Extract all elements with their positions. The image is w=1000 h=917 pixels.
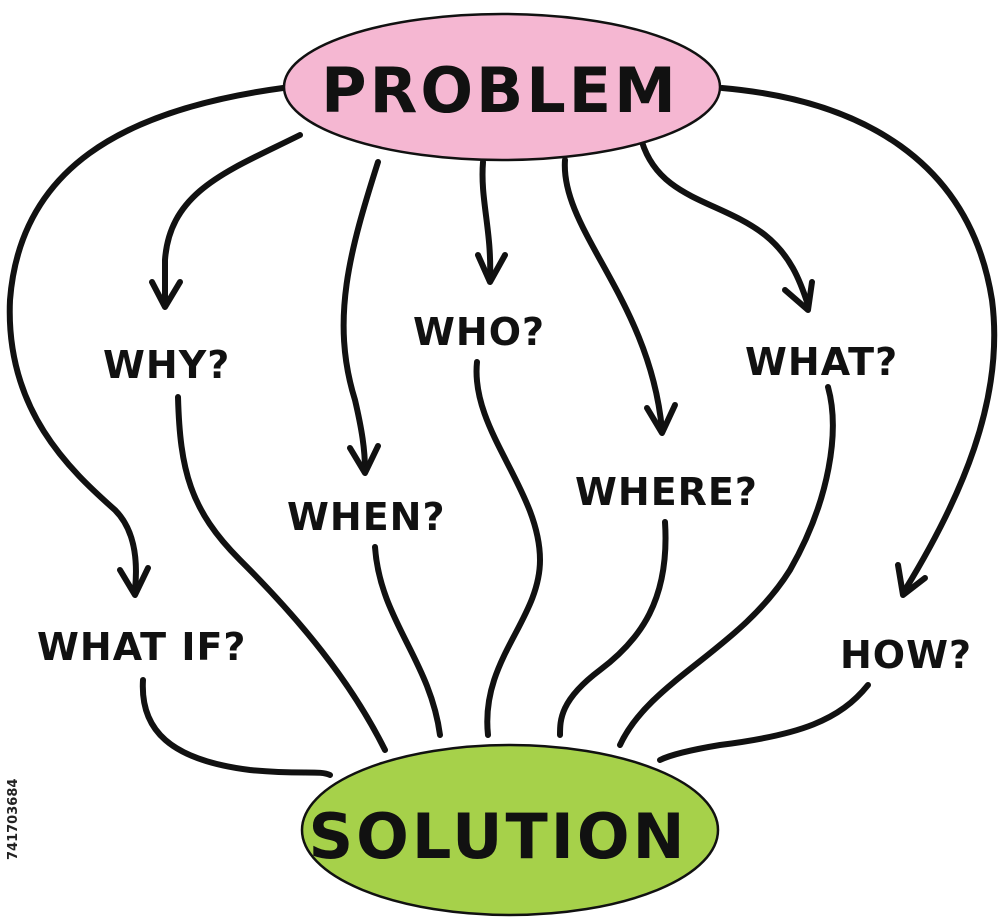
connector-problem-what-if [6, 85, 286, 593]
connector-problem-how [719, 85, 998, 593]
connector-problem-who [479, 159, 494, 283]
connector-why-solution [175, 394, 388, 753]
arrow-when [347, 443, 381, 476]
solution-label: SOLUTION [309, 800, 688, 873]
connector-problem-where [561, 157, 665, 433]
question-how: HOW? [840, 633, 972, 677]
stock-id: 741703684 [6, 778, 21, 860]
question-where: WHERE? [575, 470, 758, 514]
question-when: WHEN? [287, 495, 446, 539]
solution-node [300, 743, 720, 917]
connector-who-solution [473, 359, 543, 738]
connector-problem-when [340, 159, 381, 473]
connector-problem-why [162, 132, 303, 308]
connector-what-solution [617, 384, 836, 748]
question-what: WHAT? [745, 340, 898, 384]
arrow-what-if [117, 565, 151, 598]
arrow-what [782, 279, 815, 313]
connector-where-solution [557, 519, 669, 738]
connector-how-solution [657, 682, 871, 763]
question-who: WHO? [413, 310, 545, 354]
arrow-who [475, 252, 508, 285]
problem-label: PROBLEM [321, 54, 679, 127]
arrow-where [644, 402, 678, 436]
arrow-why [149, 279, 183, 310]
connector-what-if-solution [139, 677, 333, 778]
arrow-how [895, 562, 928, 598]
problem-node [282, 12, 722, 162]
question-what-if: WHAT IF? [37, 625, 246, 669]
connector-when-solution [372, 544, 443, 738]
question-why: WHY? [103, 343, 230, 387]
connector-problem-what [639, 139, 811, 308]
